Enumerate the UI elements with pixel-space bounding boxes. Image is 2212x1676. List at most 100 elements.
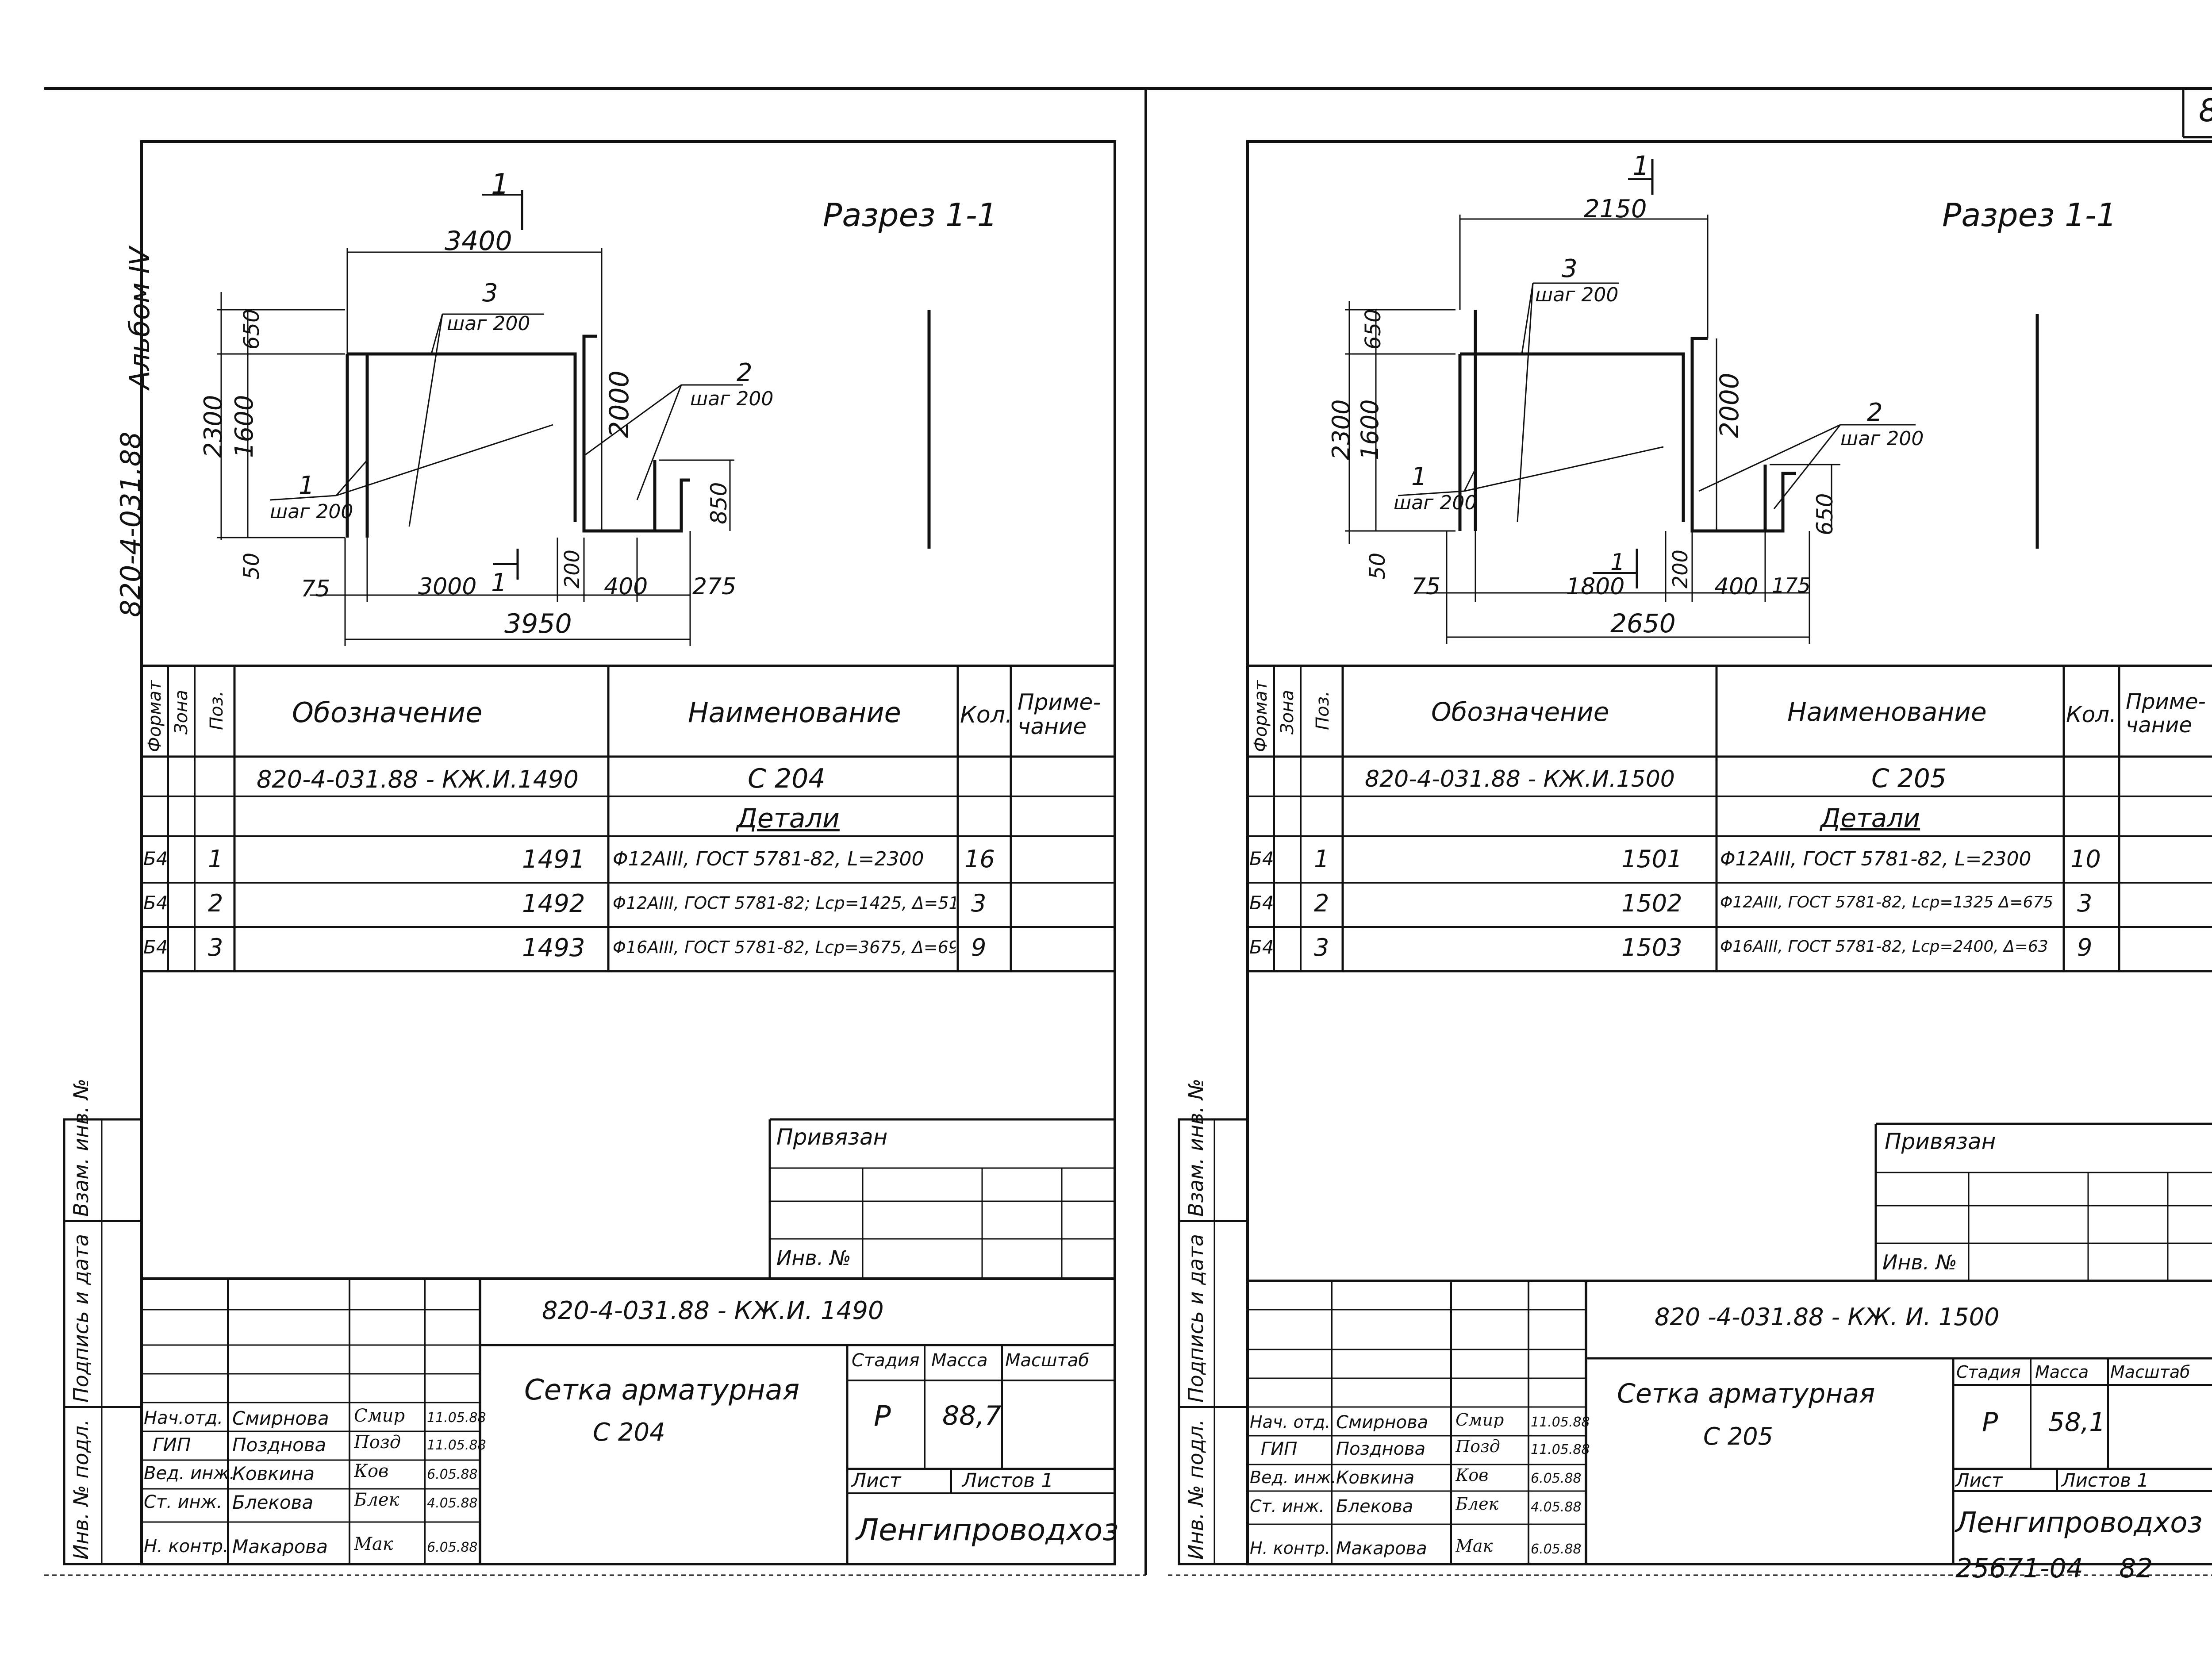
person-2-name: Позднова [232,1436,326,1454]
stage-header: Стадия [852,1350,920,1371]
dim-h-top: 650 [239,309,264,350]
row-2-designation: 1492 [522,892,585,916]
row-3-name: Φ16AIII, ГОСТ 5781-82, Lср=2400, Δ=63 [1720,939,2048,955]
dim-mid: 400 [1714,573,1759,600]
dim-right-off: 175 [1772,573,1811,597]
callout-2: 2 [1867,398,1883,427]
person-6-role: Н. контр. [144,1538,229,1555]
row-3-pos: 3 [1314,936,1329,960]
side-stamp-inv-2: Инв. № подл. [1184,1419,1208,1560]
row-3-format: Б4 [1249,938,1274,957]
person-4-sign: Блек [1455,1495,1499,1512]
callout-1-step: шаг 200 [1394,492,1477,514]
dim-right-off: 275 [692,573,737,600]
dim-top-width: 3400 [445,226,512,257]
stage-value: Р [1982,1407,1998,1438]
person-4-date: 4.05.88 [1531,1501,1582,1514]
person-1-name: Смирнова [1336,1414,1429,1431]
person-3-date: 6.05.88 [427,1468,478,1481]
dim-h-right: 2000 [1714,373,1744,438]
col-format: Формат [1251,680,1271,752]
dim-h-small: 650 [1812,493,1838,535]
org-name: Ленгипроводхоз [856,1513,1119,1548]
dim-h-top: 650 [1361,309,1386,350]
person-1-name: Смирнова [232,1409,329,1428]
dim-gap: 200 [560,550,584,588]
sheet-label: Лист [852,1469,901,1492]
dim-h-total: 2300 [1327,399,1355,460]
person-2-role: ГИП [153,1436,191,1454]
mass-value: 58,1 [2048,1407,2106,1437]
person-6-name: Макарова [232,1538,328,1556]
row-1-format: Б4 [143,850,168,868]
row-2-name: Φ12AIII, ГОСТ 5781-82; Lср=1425, Δ=515 [613,895,956,911]
mass-header: Масса [2035,1362,2089,1382]
bar-3-top [347,352,577,522]
row-1-format: Б4 [1249,850,1274,868]
bar-3-top [1460,352,1685,522]
stamp-code: 820 -4-031.88 - КЖ. И. 1500 [1655,1303,2000,1331]
col-name: Наименование [688,696,901,729]
stamp-title: Сетка арматурная [524,1374,800,1407]
row-2-qty: 3 [971,892,987,915]
person-1-role: Нач.отд. [144,1409,223,1427]
row-3-qty: 9 [2077,936,2093,960]
album-label: Альбом IV [123,247,156,389]
person-3-role: Вед. инж. [1250,1469,1336,1486]
person-3-role: Вед. инж. [144,1465,235,1482]
person-2-role: ГИП [1261,1440,1298,1458]
callout-1: 1 [299,471,315,500]
col-note: Приме- чание [2126,689,2206,738]
dim-left-off: 75 [301,576,330,602]
callout-2-step: шаг 200 [690,388,774,410]
callout-3-step: шаг 200 [447,312,530,335]
row-2-format: Б4 [143,894,168,912]
cut-label-bottom: 1 [491,569,507,597]
dim-bottom-width: 3950 [504,608,572,639]
dim-h-bottom: 50 [1365,552,1390,580]
col-pos: Поз. [1313,691,1333,730]
sheet-label: Лист [1955,1469,2003,1491]
col-qty: Кол. [2066,702,2116,727]
person-6-date: 6.05.88 [1531,1543,1582,1556]
person-6-name: Макарова [1336,1540,1427,1557]
callout-3: 3 [1562,254,1578,283]
row-1-name: Φ12AIII, ГОСТ 5781-82, L=2300 [613,850,924,869]
row-1-name: Φ12AIII, ГОСТ 5781-82, L=2300 [1720,850,2032,869]
dim-h-right: 2000 [604,370,635,438]
col-qty: Кол. [960,702,1013,728]
person-2-sign: Позд [1455,1438,1500,1455]
dim-gap: 200 [1668,550,1692,588]
person-3-name: Ковкина [232,1465,315,1483]
row-1-designation: 1501 [1621,847,1682,871]
person-3-date: 6.05.88 [1531,1472,1582,1485]
person-1-sign: Смир [1455,1411,1504,1428]
person-3-sign: Ков [354,1462,389,1480]
cut-label: 1 [1632,150,1650,181]
col-name: Наименование [1787,697,1987,727]
col-pos: Поз. [207,691,227,730]
side-stamp-inv-1: Инв. № подл. [69,1419,93,1560]
person-2-date: 11.05.88 [427,1439,486,1452]
privyazan-label: Привязан [776,1124,888,1150]
callout-1: 1 [1411,462,1427,491]
col-note: Приме- чание [1018,689,1101,739]
dim-inner: 1800 [1566,573,1625,600]
row-3-pos: 3 [208,936,223,960]
side-stamp-podpis-2: Подпись и дата [1184,1234,1208,1403]
person-2-name: Позднова [1336,1440,1426,1458]
main-designation: 820-4-031.88 - КЖ.И.1490 [257,765,579,793]
person-4-role: Ст. инж. [1250,1498,1325,1515]
person-6-date: 6.05.88 [427,1541,478,1554]
person-6-role: Н. контр. [1250,1540,1331,1557]
person-4-name: Блекова [1336,1498,1413,1515]
stamp-subtitle: С 205 [1703,1422,1773,1450]
col-designation: Обозначение [1431,697,1609,727]
mass-header: Масса [931,1350,988,1371]
section-title: Разрез 1-1 [823,196,998,234]
callout-2: 2 [737,358,753,387]
dim-bottom-width: 2650 [1610,608,1676,638]
